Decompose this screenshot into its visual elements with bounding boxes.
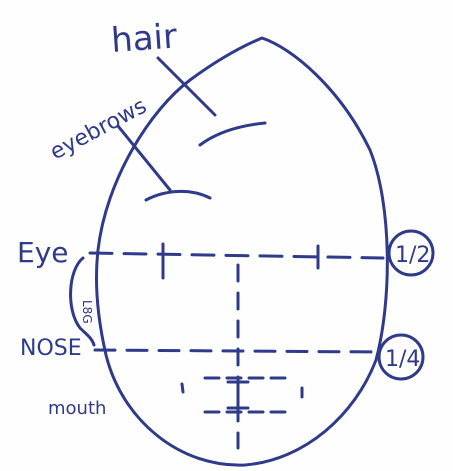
right-eyebrow: [200, 123, 265, 145]
half-label: 1/2: [395, 243, 430, 268]
eye-label: Eye: [17, 236, 69, 269]
nose-label: NOSE: [20, 336, 82, 361]
hair-label: hair: [110, 16, 178, 60]
eye-line: [90, 253, 383, 258]
left-eyebrow: [146, 191, 210, 200]
eyebrows-pointer-line: [118, 126, 170, 190]
hair-pointer-line: [158, 58, 215, 115]
mouth-label: mouth: [48, 398, 106, 419]
quarter-label: 1/4: [385, 347, 420, 372]
mouth-mark-left: [182, 384, 183, 392]
nose-line: [95, 350, 380, 352]
eyebrows-label: eyebrows: [46, 94, 151, 166]
side-note-label: L8G: [80, 300, 94, 324]
